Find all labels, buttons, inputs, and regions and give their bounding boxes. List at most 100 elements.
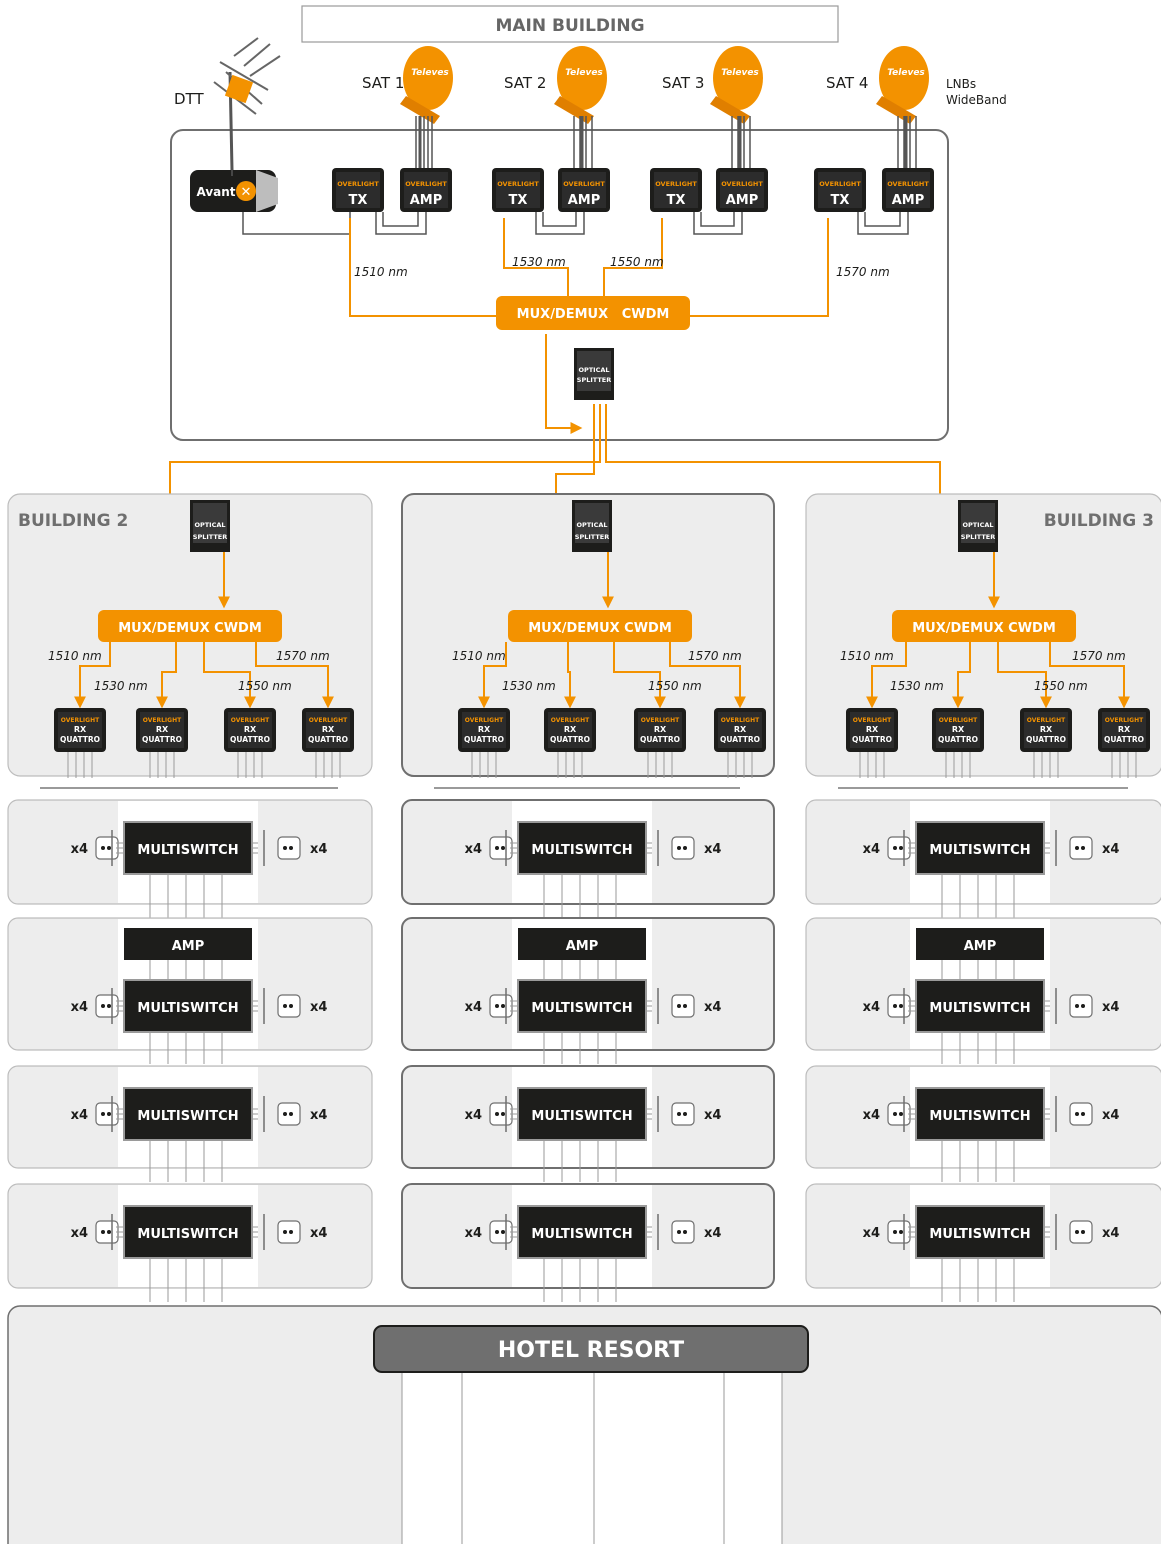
- amp-label: AMP: [964, 939, 997, 954]
- rx-label: RX: [478, 725, 491, 734]
- lnb-note-line1: LNBs: [946, 77, 976, 91]
- wavelength-1550: 1550 nm: [610, 255, 664, 269]
- amp-label: AMP: [172, 939, 205, 954]
- overlight-brand: OVERLIGHT: [819, 180, 861, 188]
- building-title: BUILDING 3: [1044, 511, 1154, 531]
- overlight-brand: OVERLIGHT: [887, 180, 929, 188]
- overlight-brand: OVERLIGHT: [309, 717, 348, 724]
- outlet-count: x4: [704, 1000, 721, 1015]
- sat-3-label: SAT 3: [662, 74, 704, 92]
- outlet-count: x4: [1102, 1108, 1119, 1123]
- outlet-count: x4: [310, 1000, 327, 1015]
- quattro-label: QUATTRO: [1026, 735, 1066, 744]
- multiswitch-box: [915, 979, 1045, 1033]
- overlight-brand: OVERLIGHT: [939, 717, 978, 724]
- building-title: BUILDING 2: [18, 511, 128, 531]
- quattro-label: QUATTRO: [938, 735, 978, 744]
- multiswitch-label: MULTISWITCH: [137, 1001, 238, 1016]
- quattro-label: QUATTRO: [640, 735, 680, 744]
- multiswitch-label: MULTISWITCH: [531, 1109, 632, 1124]
- overlight-brand: OVERLIGHT: [497, 180, 539, 188]
- wavelength-1570: 1570 nm: [836, 265, 890, 279]
- rx-label: RX: [1040, 725, 1053, 734]
- avant-x-icon: ✕: [241, 185, 252, 200]
- multiswitch-box: [517, 1205, 647, 1259]
- splitter-label-1: OPTICAL: [576, 521, 607, 529]
- overlight-brand: OVERLIGHT: [721, 717, 760, 724]
- amplifier-box: [916, 928, 1044, 960]
- overlight-brand: OVERLIGHT: [1105, 717, 1144, 724]
- outlet-count: x4: [310, 1226, 327, 1241]
- wavelength-label: 1550 nm: [1034, 679, 1088, 693]
- amp-label: AMP: [410, 193, 443, 208]
- sat-2-label: SAT 2: [504, 74, 546, 92]
- quattro-label: QUATTRO: [550, 735, 590, 744]
- multiswitch-label: MULTISWITCH: [929, 1227, 1030, 1242]
- outlet-count: x4: [465, 1226, 482, 1241]
- multiswitch-box: [915, 1087, 1045, 1141]
- tx-label: TX: [667, 193, 686, 208]
- overlight-brand: OVERLIGHT: [61, 717, 100, 724]
- amp-label: AMP: [566, 939, 599, 954]
- hotel-building-body: [402, 1370, 782, 1544]
- rx-label: RX: [866, 725, 879, 734]
- quattro-label: QUATTRO: [1104, 735, 1144, 744]
- avant-label: Avant: [196, 185, 235, 199]
- floor-2: AMP MULTISWITCH x4 x4: [7, 917, 373, 1064]
- splitter-label-1: OPTICAL: [578, 366, 609, 374]
- splitter-label-2: SPLITTER: [577, 376, 611, 384]
- hotel-title: HOTEL RESORT: [498, 1338, 684, 1363]
- amp-label: AMP: [726, 193, 759, 208]
- outlet-count: x4: [1102, 842, 1119, 857]
- dtt-antenna-icon: [213, 37, 281, 171]
- multiswitch-box: [123, 1087, 253, 1141]
- mux-demux: [508, 610, 692, 642]
- quattro-label: QUATTRO: [230, 735, 270, 744]
- multiswitch-box: [123, 979, 253, 1033]
- overlight-brand: OVERLIGHT: [231, 717, 270, 724]
- outlet-count: x4: [863, 1226, 880, 1241]
- outlet-count: x4: [465, 1108, 482, 1123]
- amplifier-box: [124, 928, 252, 960]
- rx-label: RX: [952, 725, 965, 734]
- multiswitch-label: MULTISWITCH: [137, 1227, 238, 1242]
- dish-brand: Televes: [565, 68, 603, 78]
- multiswitch-label: MULTISWITCH: [929, 843, 1030, 858]
- wavelength-label: 1510 nm: [452, 649, 506, 663]
- mux-demux: [98, 610, 282, 642]
- splitter-label-2: SPLITTER: [961, 533, 995, 541]
- outlet-count: x4: [71, 842, 88, 857]
- main-building: MAIN BUILDING DTT Avant ✕ Telev: [169, 5, 1007, 591]
- overlight-brand: OVERLIGHT: [465, 717, 504, 724]
- mux-demux-label: MUX/DEMUX CWDM: [517, 307, 670, 322]
- optical-splitter-headend: OPTICAL SPLITTER: [574, 348, 614, 400]
- outlet-count: x4: [71, 1000, 88, 1015]
- dish-brand: Televes: [411, 68, 449, 78]
- outlet-count: x4: [704, 1226, 721, 1241]
- rx-label: RX: [322, 725, 335, 734]
- multiswitch-label: MULTISWITCH: [137, 843, 238, 858]
- multiswitch-box: [915, 821, 1045, 875]
- multiswitch-box: [915, 1205, 1045, 1259]
- overlight-brand: OVERLIGHT: [551, 717, 590, 724]
- avant-amplifier: Avant ✕: [190, 170, 278, 212]
- mux-demux: [892, 610, 1076, 642]
- wavelength-label: 1510 nm: [840, 649, 894, 663]
